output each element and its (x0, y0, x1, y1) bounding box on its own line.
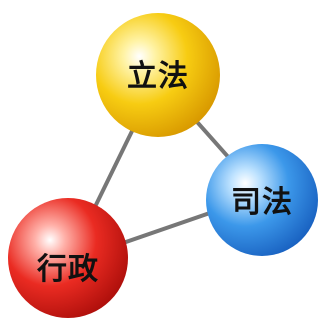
node-label-legislative: 立法 (127, 59, 189, 94)
sphere-legislative (96, 13, 220, 137)
sphere-judicial (206, 144, 318, 256)
node-legislative: 立法 (96, 13, 220, 137)
node-judicial: 司法 (206, 144, 318, 256)
node-executive: 行政 (8, 198, 128, 318)
sphere-executive (8, 198, 128, 318)
node-label-executive: 行政 (36, 252, 99, 287)
node-label-judicial: 司法 (231, 185, 293, 220)
